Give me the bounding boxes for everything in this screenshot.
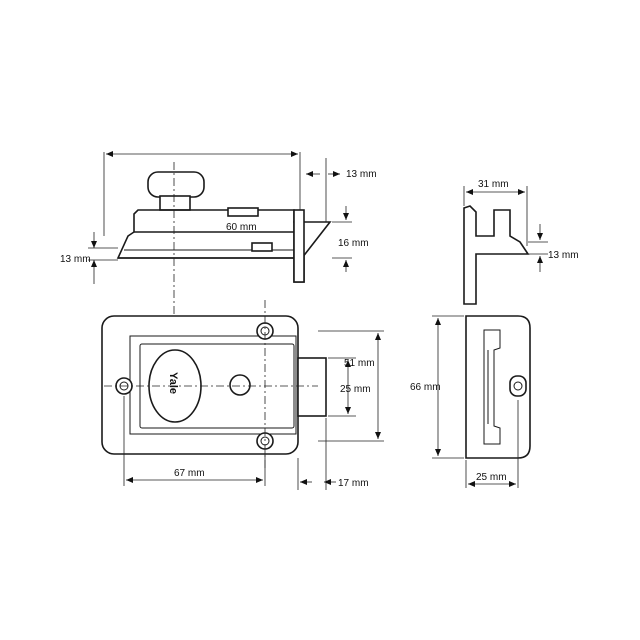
dim-13mm-keep: 13 mm: [548, 250, 579, 261]
keep-profile: [463, 205, 530, 305]
fixing-plate-edge: [293, 209, 305, 283]
knob-stem: [159, 195, 191, 211]
dim-31mm: 31 mm: [478, 179, 509, 190]
keep-recess: [483, 329, 501, 445]
dim-13mm-top: 13 mm: [346, 169, 377, 180]
dim-51mm: 51 mm: [344, 358, 375, 369]
dim-17mm: 17 mm: [338, 478, 369, 489]
keep-front-view: 66 mm 25 mm: [410, 315, 531, 488]
keep-side-view: 31 mm 13 mm: [463, 179, 579, 305]
lock-body-profile: [116, 209, 305, 283]
slider-slot: [227, 207, 259, 217]
keep-outline: [465, 315, 531, 459]
dim-67mm: 67 mm: [174, 468, 205, 479]
slider-button: [251, 242, 273, 252]
knob-cap: [147, 171, 205, 198]
dim-13mm-body: 13 mm: [60, 254, 91, 265]
lock-top-view: 60 mm 13 mm 16 mm 13 mm: [60, 151, 377, 318]
dim-60mm: 60 mm: [226, 222, 257, 233]
yale-logo: Yale: [167, 372, 179, 394]
dim-25mm-bolt: 25 mm: [340, 384, 371, 395]
bolt-front: [297, 357, 327, 417]
lock-front-view: Yale 51 mm 25 mm 67 mm: [101, 300, 384, 490]
keep-screw-hole: [509, 375, 527, 397]
dim-25mm-keep: 25 mm: [476, 472, 507, 483]
dim-16mm: 16 mm: [338, 238, 369, 249]
dim-66mm: 66 mm: [410, 382, 441, 393]
spindle-hole: [229, 374, 251, 396]
